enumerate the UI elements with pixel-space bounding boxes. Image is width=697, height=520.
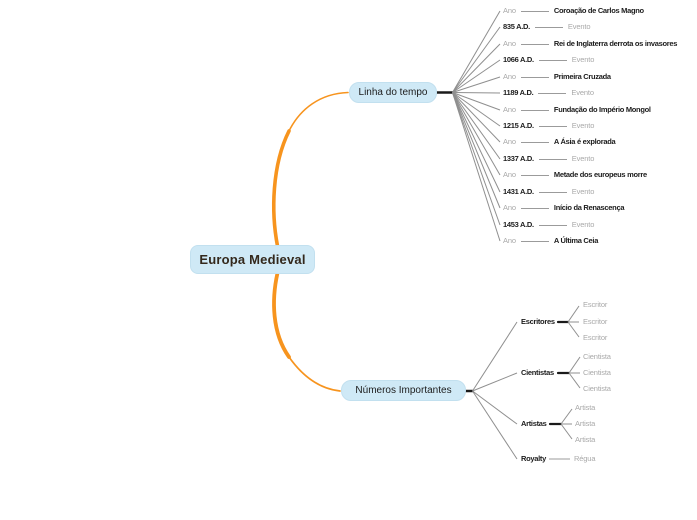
row-connector-line [538, 191, 567, 193]
branch-node-linha-do-tempo[interactable]: Linha do tempo [349, 82, 437, 103]
event-label[interactable]: Primeira Cruzada [553, 72, 611, 81]
year-label[interactable]: 1431 A.D. [503, 187, 534, 196]
timeline-row[interactable]: 1453 A.D. Evento [503, 218, 594, 232]
row-connector-line [520, 76, 549, 78]
row-connector-line [520, 174, 549, 176]
timeline-row[interactable]: Ano Metade dos europeus morre [503, 168, 647, 182]
event-label[interactable]: Metade dos europeus morre [553, 170, 647, 179]
branch-node-label: Linha do tempo [358, 87, 428, 98]
child-label-regua[interactable]: Régua [574, 454, 596, 463]
child-label-cientista[interactable]: Cientista [583, 368, 611, 377]
timeline-row[interactable]: 1431 A.D. Evento [503, 185, 594, 199]
child-label-cientista[interactable]: Cientista [583, 384, 611, 393]
year-placeholder-label[interactable]: Ano [503, 203, 516, 212]
year-label[interactable]: 1215 A.D. [503, 121, 534, 130]
row-connector-line [520, 10, 549, 12]
timeline-row[interactable]: Ano Primeira Cruzada [503, 70, 611, 84]
year-placeholder-label[interactable]: Ano [503, 39, 516, 48]
event-label[interactable]: Rei de Inglaterra derrota os invasores [553, 39, 678, 48]
timeline-row[interactable]: Ano Rei de Inglaterra derrota os invasore… [503, 37, 677, 51]
event-placeholder-label[interactable]: Evento [567, 22, 591, 31]
year-placeholder-label[interactable]: Ano [503, 105, 516, 114]
year-placeholder-label[interactable]: Ano [503, 6, 516, 15]
timeline-row[interactable]: Ano A Última Ceia [503, 234, 598, 248]
timeline-fan-lines [452, 10, 501, 242]
year-label[interactable]: 1337 A.D. [503, 154, 534, 163]
timeline-row[interactable]: Ano Fundação do Império Mongol [503, 103, 651, 117]
timeline-row[interactable]: 835 A.D. Evento [503, 20, 591, 34]
group-label-royalty[interactable]: Royalty [521, 454, 546, 463]
event-label[interactable]: Início da Renascença [553, 203, 625, 212]
event-label[interactable]: A Última Ceia [553, 236, 599, 245]
branch-curve-timeline [271, 91, 349, 248]
year-label[interactable]: 1189 A.D. [503, 88, 534, 97]
branch-node-label: Números Importantes [355, 385, 452, 396]
row-connector-line [538, 224, 567, 226]
group-escritores-lines [556, 305, 580, 338]
event-placeholder-label[interactable]: Evento [571, 121, 595, 130]
row-connector-line [538, 158, 567, 160]
event-placeholder-label[interactable]: Evento [571, 220, 595, 229]
timeline-row[interactable]: 1066 A.D. Evento [503, 53, 594, 67]
group-artistas-lines [548, 408, 573, 440]
child-label-artista[interactable]: Artista [575, 403, 596, 412]
year-placeholder-label[interactable]: Ano [503, 137, 516, 146]
row-connector-line [538, 92, 567, 94]
child-label-cientista[interactable]: Cientista [583, 352, 611, 361]
central-node-label: Europa Medieval [199, 252, 306, 267]
row-connector-line [520, 207, 549, 209]
event-placeholder-label[interactable]: Evento [571, 154, 595, 163]
child-label-escritor[interactable]: Escritor [583, 333, 608, 342]
timeline-row[interactable]: 1337 A.D. Evento [503, 152, 594, 166]
timeline-row[interactable]: Ano Início da Renascença [503, 201, 625, 215]
row-connector-line [520, 240, 549, 242]
year-label[interactable]: 1453 A.D. [503, 220, 534, 229]
timeline-row[interactable]: Ano A Ásia é explorada [503, 135, 616, 149]
timeline-row[interactable]: 1189 A.D. Evento [503, 86, 594, 100]
year-placeholder-label[interactable]: Ano [503, 72, 516, 81]
year-placeholder-label[interactable]: Ano [503, 236, 516, 245]
year-label[interactable]: 1066 A.D. [503, 55, 534, 64]
branch-node-numeros-importantes[interactable]: Números Importantes [341, 380, 466, 401]
row-connector-line [520, 109, 549, 111]
child-label-artista[interactable]: Artista [575, 419, 596, 428]
row-connector-line [538, 125, 567, 127]
group-cientistas-lines [556, 356, 581, 389]
year-placeholder-label[interactable]: Ano [503, 170, 516, 179]
group-label-cientistas[interactable]: Cientistas [521, 368, 554, 377]
event-label[interactable]: Coroação de Carlos Magno [553, 6, 644, 15]
numbers-fan-lines [472, 321, 518, 460]
group-label-artistas[interactable]: Artistas [521, 419, 547, 428]
child-label-artista[interactable]: Artista [575, 435, 596, 444]
event-placeholder-label[interactable]: Evento [571, 187, 595, 196]
event-placeholder-label[interactable]: Evento [571, 88, 594, 97]
event-placeholder-label[interactable]: Evento [571, 55, 595, 64]
timeline-row[interactable]: Ano Coroação de Carlos Magno [503, 4, 644, 18]
event-label[interactable]: A Ásia é explorada [553, 137, 616, 146]
child-label-escritor[interactable]: Escritor [583, 317, 608, 326]
event-label[interactable]: Fundação do Império Mongol [553, 105, 651, 114]
row-connector-line [520, 43, 549, 45]
branch-curve-numbers [272, 271, 341, 392]
child-label-escritor[interactable]: Escritor [583, 300, 608, 309]
row-connector-line [534, 26, 563, 28]
group-label-escritores[interactable]: Escritores [521, 317, 555, 326]
row-connector-line [538, 59, 567, 61]
timeline-row[interactable]: 1215 A.D. Evento [503, 119, 594, 133]
central-node-europa-medieval[interactable]: Europa Medieval [190, 245, 315, 274]
year-label[interactable]: 835 A.D. [503, 22, 530, 31]
row-connector-line [520, 141, 549, 143]
